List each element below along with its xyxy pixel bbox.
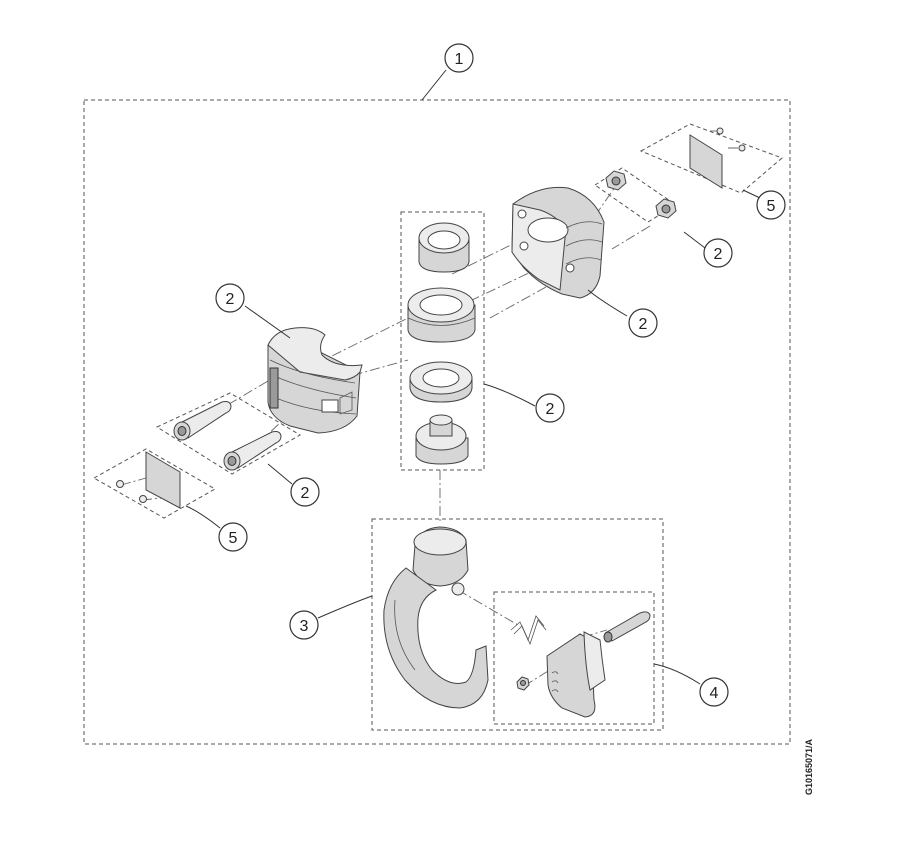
callout-2-left-housing: 2: [215, 283, 245, 313]
plate-frame-left: [92, 448, 217, 519]
latch-kit-frame: [493, 591, 655, 725]
svg-text:5: 5: [229, 530, 238, 547]
svg-text:2: 2: [714, 246, 723, 263]
plate-frame-right: [639, 123, 783, 194]
crane-hook: [383, 526, 489, 709]
callout-2-bolts: 2: [290, 477, 320, 507]
bearing-stack: [407, 222, 476, 465]
cover-plate-left: [116, 451, 181, 509]
hook-frame: [371, 518, 664, 731]
callout-3: 3: [289, 610, 319, 640]
callout-2-right-housing: 2: [628, 308, 658, 338]
socket-bolts: [173, 401, 282, 471]
leader-lines: [185, 69, 761, 685]
svg-text:5: 5: [767, 198, 776, 215]
bolts-frame: [155, 392, 301, 475]
bearing-stack-frame: [400, 211, 485, 471]
svg-text:2: 2: [639, 316, 648, 333]
assembly-frame: [83, 99, 791, 745]
svg-text:3: 3: [300, 618, 309, 635]
left-housing-half: [267, 327, 363, 434]
svg-text:2: 2: [546, 401, 555, 418]
lock-nuts: [605, 170, 677, 219]
svg-text:4: 4: [710, 685, 719, 702]
callout-4: 4: [699, 677, 729, 707]
callout-1: 1: [444, 43, 474, 73]
right-housing-half: [511, 186, 605, 299]
callout-2-nuts: 2: [703, 238, 733, 268]
svg-text:1: 1: [455, 51, 464, 68]
drawing-code: G10165071/A: [804, 738, 814, 795]
latch-kit: [510, 611, 651, 718]
svg-text:2: 2: [301, 485, 310, 502]
cover-plate-right: [689, 127, 746, 189]
callout-2-bearing-stack: 2: [535, 393, 565, 423]
svg-text:2: 2: [226, 291, 235, 308]
callout-5-left: 5: [218, 522, 248, 552]
callout-5-right: 5: [756, 190, 786, 220]
